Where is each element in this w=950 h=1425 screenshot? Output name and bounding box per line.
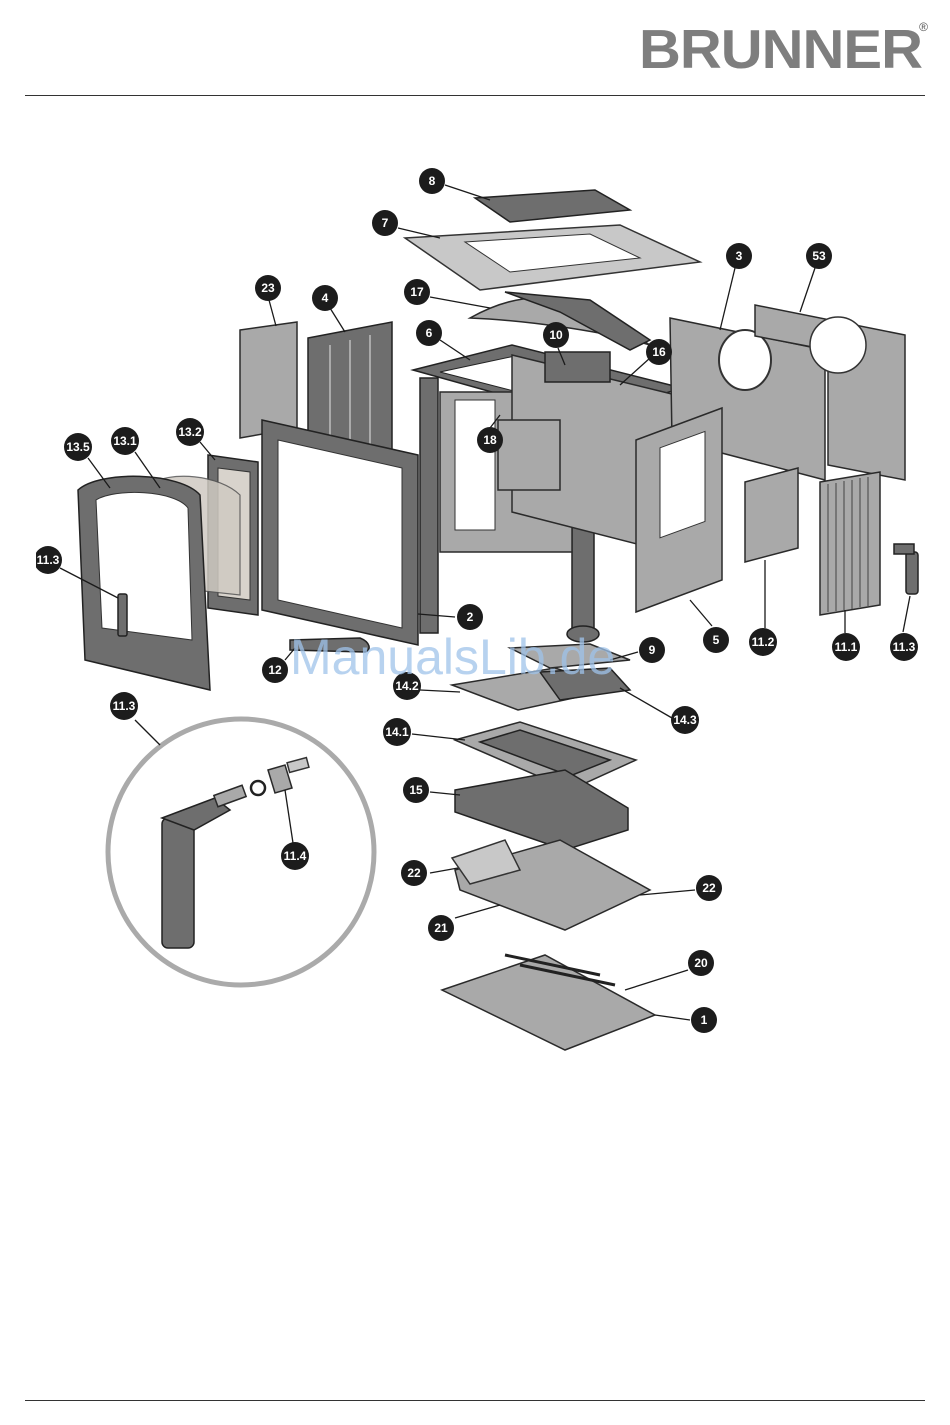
callout-53: 53 bbox=[806, 243, 832, 269]
svg-text:11.1: 11.1 bbox=[835, 640, 858, 654]
detail-handle-grip bbox=[162, 818, 194, 948]
part-top-plate bbox=[475, 190, 630, 222]
svg-text:11.3: 11.3 bbox=[893, 640, 916, 654]
svg-text:11.4: 11.4 bbox=[284, 849, 307, 863]
footer-rule bbox=[25, 1400, 925, 1401]
header-rule bbox=[25, 95, 925, 96]
svg-text:20: 20 bbox=[694, 956, 708, 970]
brand-logo: BRUNNER bbox=[639, 20, 922, 81]
callout-13-1: 13.1 bbox=[111, 427, 139, 455]
svg-text:11.3: 11.3 bbox=[37, 553, 60, 567]
callout-20: 20 bbox=[688, 950, 714, 976]
callout-4: 4 bbox=[312, 285, 338, 311]
svg-text:13.2: 13.2 bbox=[178, 425, 202, 439]
svg-text:13.5: 13.5 bbox=[66, 440, 90, 454]
svg-text:53: 53 bbox=[812, 249, 826, 263]
part-side-panel-window bbox=[660, 431, 705, 537]
svg-text:22: 22 bbox=[407, 866, 421, 880]
callout-13-2: 13.2 bbox=[176, 418, 204, 446]
callout-10: 10 bbox=[543, 322, 569, 348]
callout-11-2: 11.2 bbox=[749, 628, 777, 656]
part-small-door bbox=[745, 468, 798, 562]
part-body-side-window bbox=[455, 400, 495, 530]
callout-3: 3 bbox=[726, 243, 752, 269]
callout-17: 17 bbox=[404, 279, 430, 305]
callout-11-4: 11.4 bbox=[281, 842, 309, 870]
part-body-leg-left bbox=[420, 378, 438, 633]
svg-text:17: 17 bbox=[410, 285, 424, 299]
svg-text:11.3: 11.3 bbox=[113, 699, 136, 713]
callout-2: 2 bbox=[457, 604, 483, 630]
part-grille bbox=[820, 472, 880, 615]
svg-text:11.2: 11.2 bbox=[752, 635, 775, 649]
callout-12: 12 bbox=[262, 657, 288, 683]
part-door-handle bbox=[118, 594, 127, 636]
part-handle-right-stem bbox=[894, 544, 914, 554]
callout-9: 9 bbox=[639, 637, 665, 663]
part-handle-right bbox=[906, 552, 918, 594]
svg-text:6: 6 bbox=[426, 326, 433, 340]
callout-11-1: 11.1 bbox=[832, 633, 860, 661]
svg-text:1: 1 bbox=[701, 1013, 708, 1027]
part-inner-18 bbox=[498, 420, 560, 490]
callout-8: 8 bbox=[419, 168, 445, 194]
svg-text:23: 23 bbox=[261, 281, 275, 295]
svg-text:21: 21 bbox=[434, 921, 448, 935]
callout-18: 18 bbox=[477, 427, 503, 453]
exploded-view-diagram: 8 7 3 53 23 4 17 6 10 16 13.5 13.1 13.2 … bbox=[36, 162, 920, 1062]
svg-text:12: 12 bbox=[268, 663, 282, 677]
callout-14-1: 14.1 bbox=[383, 718, 411, 746]
callout-6: 6 bbox=[416, 320, 442, 346]
svg-text:9: 9 bbox=[649, 643, 656, 657]
svg-text:14.1: 14.1 bbox=[385, 725, 409, 739]
callout-14-3: 14.3 bbox=[671, 706, 699, 734]
registered-mark: ® bbox=[919, 20, 928, 34]
svg-text:16: 16 bbox=[652, 345, 666, 359]
callout-13-5: 13.5 bbox=[64, 433, 92, 461]
detail-circle bbox=[108, 719, 374, 985]
svg-text:2: 2 bbox=[467, 610, 474, 624]
part-bottom-plate bbox=[442, 955, 655, 1050]
callout-22-left: 22 bbox=[401, 860, 427, 886]
svg-text:10: 10 bbox=[549, 328, 563, 342]
svg-text:5: 5 bbox=[713, 633, 720, 647]
svg-text:7: 7 bbox=[382, 216, 389, 230]
part-side-shield-left bbox=[240, 322, 297, 438]
svg-text:3: 3 bbox=[736, 249, 743, 263]
part-back-panel-flue bbox=[719, 330, 771, 390]
part-front-frame-opening bbox=[278, 440, 402, 628]
svg-text:14.3: 14.3 bbox=[673, 713, 697, 727]
svg-text:13.1: 13.1 bbox=[113, 434, 137, 448]
svg-text:18: 18 bbox=[483, 433, 497, 447]
svg-text:8: 8 bbox=[429, 174, 436, 188]
svg-text:15: 15 bbox=[409, 783, 423, 797]
part-door-window bbox=[96, 492, 192, 640]
callout-23: 23 bbox=[255, 275, 281, 301]
svg-text:4: 4 bbox=[322, 291, 329, 305]
watermark: ManualsLib.de bbox=[290, 628, 615, 686]
callout-11-3-right: 11.3 bbox=[890, 633, 918, 661]
callout-22-right: 22 bbox=[696, 875, 722, 901]
callout-16: 16 bbox=[646, 339, 672, 365]
svg-text:22: 22 bbox=[702, 881, 716, 895]
callout-21: 21 bbox=[428, 915, 454, 941]
callout-15: 15 bbox=[403, 777, 429, 803]
callout-7: 7 bbox=[372, 210, 398, 236]
part-rear-shield-opening bbox=[810, 317, 866, 373]
callout-1: 1 bbox=[691, 1007, 717, 1033]
callout-5: 5 bbox=[703, 627, 729, 653]
callout-11-3-left: 11.3 bbox=[36, 546, 62, 574]
part-ash-pan bbox=[455, 770, 628, 850]
callout-11-3-detail: 11.3 bbox=[110, 692, 138, 720]
part-inner-top-10 bbox=[545, 352, 610, 382]
